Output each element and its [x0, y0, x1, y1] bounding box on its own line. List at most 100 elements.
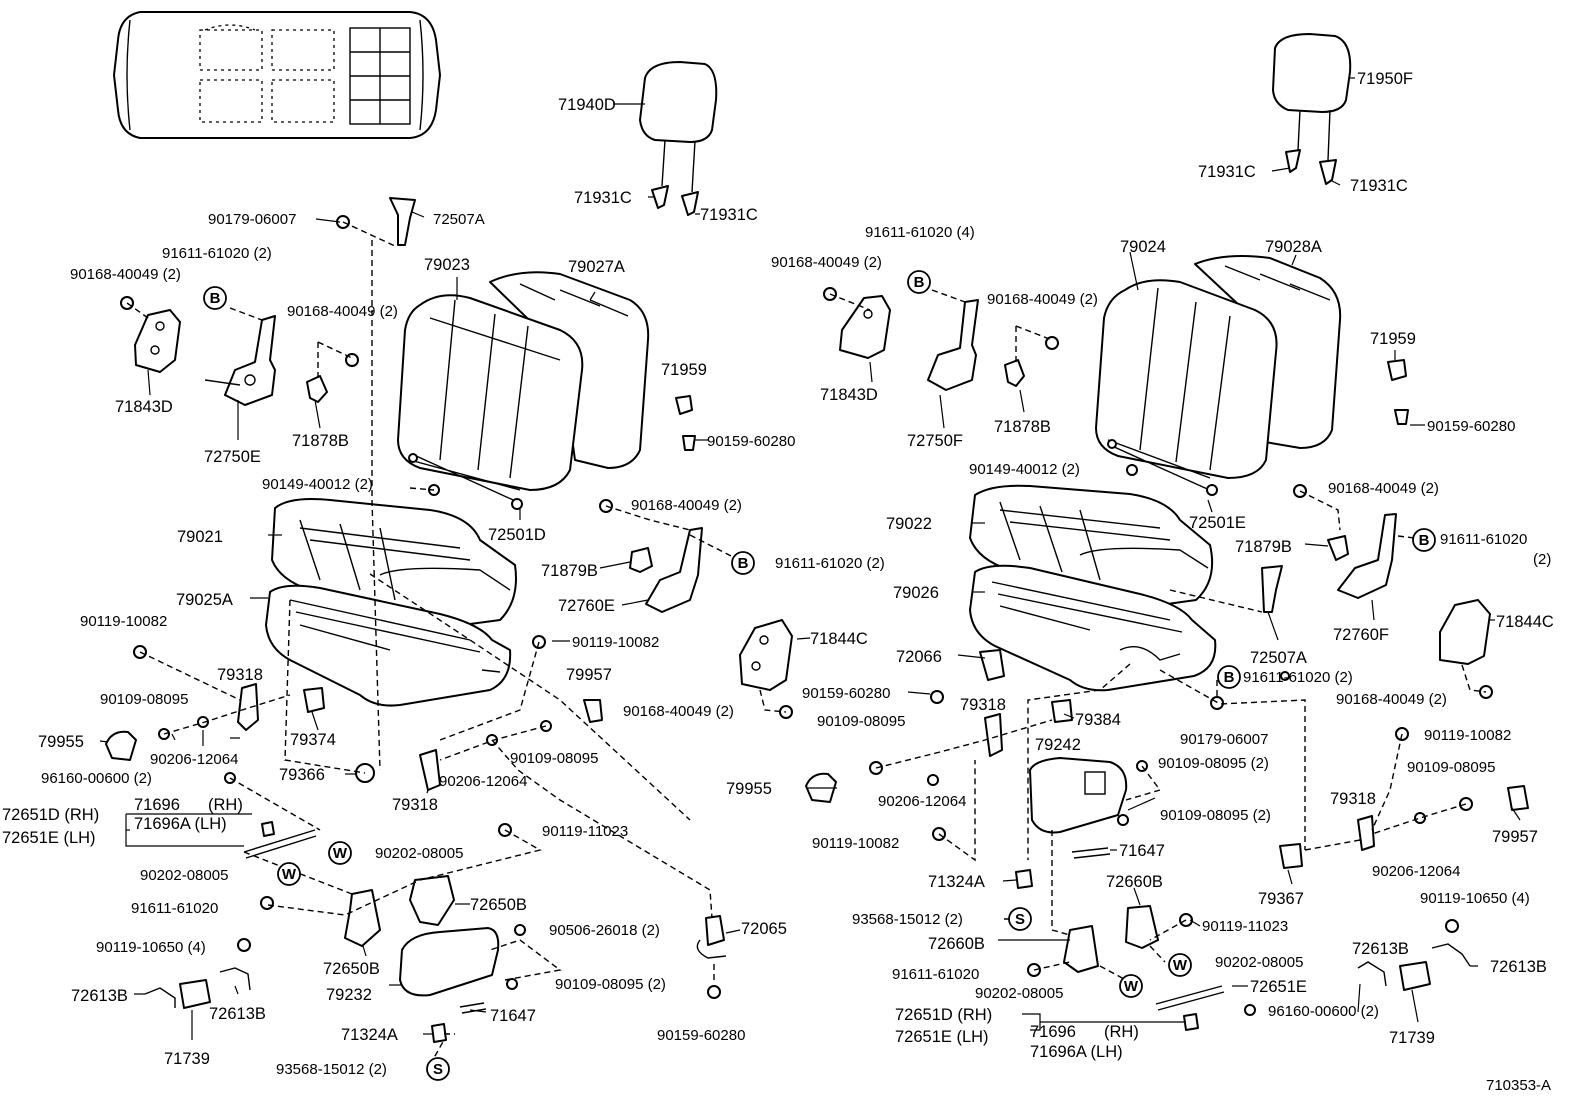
part-label: 72613B [1352, 940, 1409, 958]
part-label: 90109-08095 (2) [555, 976, 666, 993]
part-label: 79384 [1075, 711, 1121, 729]
part-label: 90159-60280 [707, 433, 795, 450]
part-label: 72750F [907, 432, 963, 450]
part-label: 71843D [115, 398, 173, 416]
part-label: 79025A [176, 591, 233, 609]
part-label: 91611-61020 (2) [1243, 669, 1353, 686]
part-labels: 71940D 71950F 71931C 71931C 71931C 71931… [2, 70, 1554, 1094]
leader-lines [99, 77, 1521, 1066]
part-label: 71647 [1119, 842, 1165, 860]
bubble-b: B [738, 555, 749, 572]
part-label: 79318 [1330, 790, 1376, 808]
part-label: 90206-12064 [439, 773, 527, 790]
part-label: 79021 [177, 528, 223, 546]
part-label: 71950F [1357, 70, 1413, 88]
part-label: 90168-40049 (2) [631, 497, 742, 514]
part-label: 71940D [558, 96, 616, 114]
part-label: 72650B [323, 960, 380, 978]
part-label: 90109-08095 (2) [1160, 807, 1271, 824]
part-label: 90202-08005 [140, 867, 228, 884]
part-label: 71739 [164, 1050, 210, 1068]
part-label: 72651D (RH) [2, 806, 99, 824]
part-label: 72501D [488, 526, 546, 544]
part-label: 71931C [574, 189, 632, 207]
part-label: 90179-06007 [1180, 731, 1268, 748]
part-label: 72660B [1106, 873, 1163, 891]
part-label: 90109-08095 [100, 691, 188, 708]
bubble-b: B [1224, 669, 1235, 686]
part-label: 71324A [341, 1026, 398, 1044]
part-label: 72651E (LH) [895, 1028, 989, 1046]
part-label: 72507A [433, 211, 485, 228]
part-label: 90168-40049 (2) [987, 291, 1098, 308]
seat-back-left [397, 271, 650, 510]
part-label: 71696A (LH) [134, 815, 227, 833]
bubble-b: B [1419, 532, 1430, 549]
part-label: 79367 [1258, 890, 1304, 908]
part-label: 90109-08095 [510, 750, 598, 767]
part-label: 90149-40012 (2) [262, 476, 373, 493]
part-label: 72501E [1189, 514, 1246, 532]
part-label: 79955 [726, 780, 772, 798]
part-label: 72651E [1250, 978, 1307, 996]
diagram-code: 710353-A [1486, 1077, 1551, 1094]
part-label: 72760E [558, 597, 615, 615]
part-label: 90159-60280 [657, 1027, 745, 1044]
part-label: 90119-10082 [1424, 727, 1511, 744]
part-label: 91611-61020 (2) [162, 245, 272, 262]
part-label: 90168-40049 (2) [287, 303, 398, 320]
part-label: 79318 [392, 796, 438, 814]
headrest-right [1272, 33, 1352, 185]
callout-bubbles: B B B B B W W W W S S [203, 270, 1436, 1081]
part-label: 90109-08095 (2) [1158, 755, 1269, 772]
part-label: 71879B [1235, 538, 1292, 556]
part-label: 79232 [326, 986, 372, 1004]
part-label: 90119-10082 [572, 634, 659, 651]
part-label: 71878B [994, 418, 1051, 436]
part-label: 79027A [568, 258, 625, 276]
headrest-left [639, 61, 718, 216]
bubble-b: B [914, 274, 925, 291]
part-label: 93568-15012 (2) [276, 1061, 387, 1078]
part-label: 72750E [204, 448, 261, 466]
part-label: 79028A [1265, 238, 1322, 256]
part-label: 71696A (LH) [1030, 1043, 1123, 1061]
part-label: 72065 [741, 920, 787, 938]
part-label: 90159-60280 [802, 685, 890, 702]
hinge-parts [105, 197, 1529, 1043]
part-label: 90119-10650 (4) [1420, 890, 1530, 907]
part-label: 71844C [1496, 613, 1554, 631]
part-label: 79318 [217, 666, 263, 684]
part-label: 96160-00600 (2) [41, 770, 152, 787]
part-label: 71959 [1370, 330, 1416, 348]
part-label: 90202-08005 [375, 845, 463, 862]
part-label: 72650B [470, 896, 527, 914]
part-label: 71324A [928, 873, 985, 891]
part-label: 90159-60280 [1427, 418, 1515, 435]
part-label: 90168-40049 (2) [771, 254, 882, 271]
part-label: 79026 [893, 584, 939, 602]
part-label: 90179-06007 [208, 211, 296, 228]
part-label: 79023 [424, 256, 470, 274]
part-label: 90506-26018 (2) [549, 922, 660, 939]
seat-cushion-right [969, 484, 1217, 692]
part-label: (2) [1533, 551, 1551, 568]
part-label: 72066 [896, 648, 942, 666]
part-label: 79366 [279, 766, 325, 784]
part-label: 90119-11023 [1202, 918, 1288, 935]
part-label: 90109-08095 [1407, 759, 1495, 776]
part-label: 71959 [661, 361, 707, 379]
part-label: 90206-12064 [1372, 863, 1460, 880]
bubble-w: W [1173, 957, 1188, 974]
bubble-w: W [1124, 978, 1139, 995]
part-label: 71931C [700, 206, 758, 224]
part-label: 72613B [209, 1005, 266, 1023]
seat-back-right [1095, 255, 1342, 496]
part-label: 91611-61020 (4) [865, 224, 975, 241]
part-label: 79318 [960, 696, 1006, 714]
part-label: 71647 [490, 1007, 536, 1025]
part-label: 79957 [1492, 828, 1538, 846]
part-label: 90119-11023 [542, 823, 628, 840]
part-label: 71844C [810, 630, 868, 648]
